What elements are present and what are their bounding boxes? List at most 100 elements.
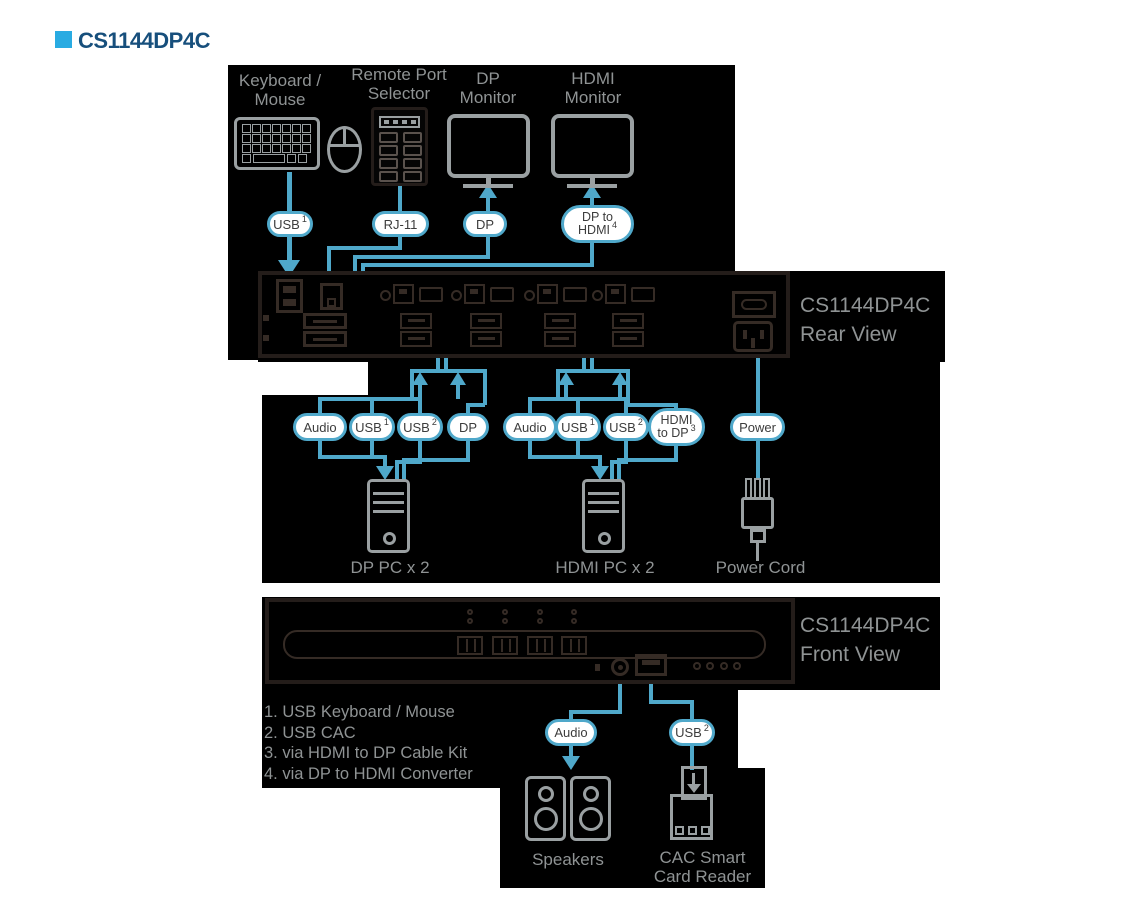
keyboard-icon: [234, 117, 320, 170]
cable-label-dp-pc: DP: [447, 413, 489, 441]
key: [262, 134, 271, 143]
front-pushbutton-4: [561, 636, 587, 655]
selector-button: [403, 171, 422, 182]
cable-hdmi-line-a: [590, 196, 594, 205]
usb2-line-c: [690, 700, 694, 720]
rear-power-switch: [732, 291, 776, 318]
cable-hdmi-elbow: [361, 263, 594, 267]
kvm-front-panel: [265, 598, 795, 684]
selector-button: [379, 158, 398, 169]
dp-pc-tower-icon: [367, 479, 410, 553]
selector-led: [402, 120, 407, 124]
pc-line-12: [528, 455, 602, 459]
cable-dp-line-b: [486, 237, 490, 257]
key: [262, 144, 271, 153]
front-mic-marker: [595, 664, 600, 671]
key: [292, 124, 301, 133]
cac-reader-icon: [668, 766, 716, 842]
cable-dp-elbow: [353, 255, 490, 259]
rear-dp-port-2-2: [470, 331, 502, 347]
key: [282, 144, 291, 153]
rear-dp-out-port-2: [303, 331, 347, 347]
key: [292, 144, 301, 153]
rear-usbb-port-2: [464, 284, 485, 304]
rear-dp-port-1-1: [400, 313, 432, 329]
pc-line-13: [576, 441, 580, 459]
audio-line-c: [569, 710, 573, 720]
key: [242, 134, 251, 143]
usb2-line-d: [690, 746, 694, 770]
drop-usb1-left: [370, 397, 374, 413]
rear-hdmi-port-1: [419, 287, 443, 302]
selector-button: [379, 171, 398, 182]
pc-line-9: [402, 458, 470, 462]
key: [292, 134, 301, 143]
power-line-a: [756, 350, 760, 413]
usb2-line-a: [649, 677, 653, 704]
rear-usbb-port-4: [605, 284, 626, 304]
rear-dp-port-1-2: [400, 331, 432, 347]
key: [262, 124, 271, 133]
rear-mouse-glyph: [263, 335, 269, 341]
rear-rj11-port: [320, 283, 343, 310]
selector-button: [403, 158, 422, 169]
key: [252, 124, 261, 133]
front-led: [502, 609, 508, 615]
front-status-led: [720, 662, 728, 670]
front-led: [502, 618, 508, 624]
rear-dp-port-3-2: [544, 331, 576, 347]
front-status-led: [706, 662, 714, 670]
cable-label-audio-bottom: Audio: [545, 719, 597, 746]
pc-line-6: [395, 460, 422, 464]
audio-line-b: [569, 710, 622, 714]
bracket-right: [556, 369, 630, 373]
front-faceplate-groove: [283, 630, 766, 659]
rear-dp-port-3-1: [544, 313, 576, 329]
front-audio-jack: [611, 658, 629, 676]
dp-monitor-stand: [486, 178, 491, 186]
selector-button: [379, 145, 398, 156]
pc-line-2: [318, 455, 387, 459]
key: [302, 134, 311, 143]
rear-hdmi-port-4: [631, 287, 655, 302]
pc-line-19: [617, 458, 678, 462]
pc-line-8: [466, 441, 470, 460]
front-pushbutton-2: [492, 636, 518, 655]
plug-arrow-3: [558, 372, 574, 385]
pc-line-14: [598, 455, 602, 468]
key: [298, 154, 307, 163]
rear-audio-port-1: [380, 290, 391, 301]
pc-arrow-right: [591, 466, 609, 480]
heading-bullet-square: [55, 31, 72, 48]
hdmi-monitor-base: [567, 184, 617, 188]
mouse-icon: [327, 126, 362, 173]
drop-dp-left: [466, 403, 470, 413]
rear-dp-out-port-1: [303, 313, 347, 329]
power-cord-icon: [740, 476, 776, 562]
selector-led: [384, 120, 389, 124]
pc-line-20: [617, 458, 621, 482]
speaker-left-icon: [525, 776, 566, 841]
pc-line-11: [528, 441, 532, 457]
rear-usb-console-port: [276, 279, 303, 313]
front-led: [571, 609, 577, 615]
rear-stub-2: [444, 358, 448, 371]
key: [242, 154, 251, 163]
front-status-led: [693, 662, 701, 670]
rear-power-inlet: [733, 321, 773, 352]
front-led: [467, 618, 473, 624]
pc-line-7: [395, 460, 399, 482]
pc-line-17: [610, 460, 614, 482]
plug-shaft-4: [618, 384, 622, 399]
pc-line-3: [370, 441, 374, 459]
power-line-b: [756, 441, 760, 478]
key: [282, 134, 291, 143]
